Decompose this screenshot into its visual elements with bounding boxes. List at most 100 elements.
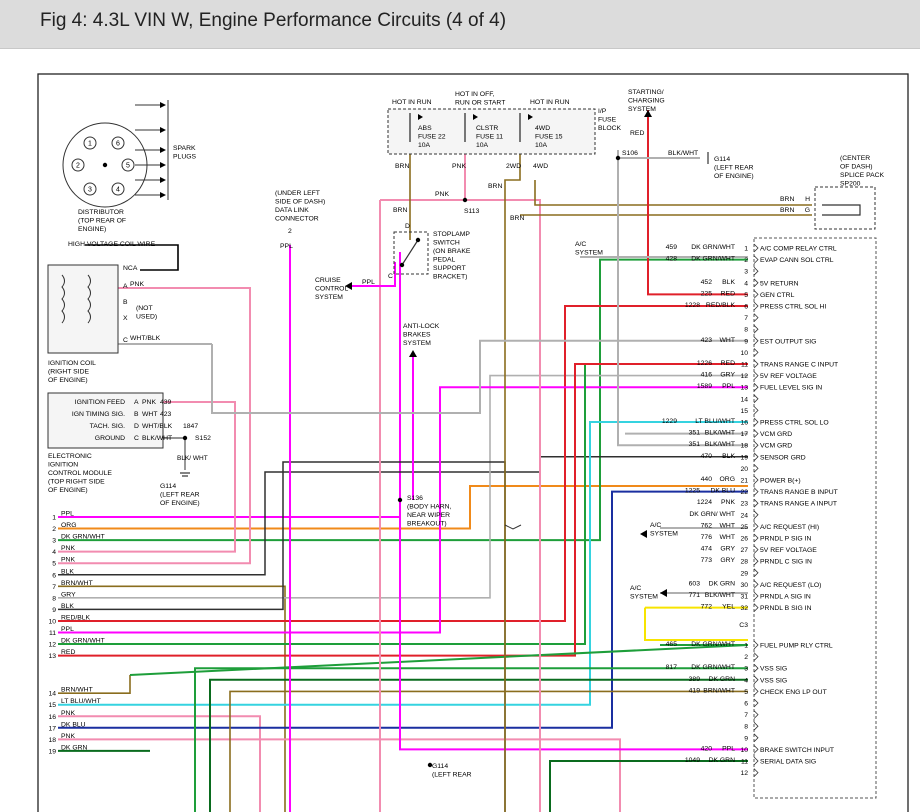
left-wire-label-1: PPL [61,511,74,518]
fuse-clstr-label-line-2: FUSE 11 [476,134,503,141]
g114-top-label-line-2: (LEFT REAR [714,165,754,172]
dlc-label-line-1: (UNDER LEFT [275,190,320,197]
c3-row-4-terminal [753,675,759,685]
dlc-wire-ppl: PPL [280,243,293,250]
splice-pack-box [814,186,876,230]
stoplamp-pin-d: D [405,223,410,230]
left-pin-15: 15 [48,702,56,709]
splice-pack-label-line-2: OF DASH) [840,164,872,171]
icm-pin-1: A [134,399,139,406]
wires-layer [58,110,861,812]
ip-fuse-block-label-line-2: FUSE [598,117,617,124]
nca-label: NCA [123,265,138,272]
wire-pnk-s113-label: PNK [435,191,449,198]
ac-system-3-arrow [660,589,667,597]
c2-row-3-terminal [753,266,759,276]
c2-row-10-pin: 10 [740,350,748,357]
c3-row-10-wire-color: PPL [722,745,735,752]
c2-row-22-terminal [753,487,759,496]
fuse-abs-label-line-1: ABS [418,125,432,132]
icm-label-line-5: OF ENGINE) [48,487,88,494]
coil-pin-c: C [123,337,128,344]
c2-row-6-pin: 6 [744,304,748,311]
c3-row-3-wire-color: DK GRN/WHT [691,664,735,671]
c2-row-19-terminal [753,452,759,462]
c3-row-9-terminal [753,733,759,743]
stoplamp-switch-contact [401,239,419,266]
c3-row-5-wire-color: BRN/WHT [703,687,735,694]
s136-label-line-4: BREAKOUT) [407,521,447,528]
c2-row-8-pin: 8 [744,327,748,334]
c2-row-28-terminal [753,556,759,566]
left-pin-18: 18 [48,737,56,744]
ip-fuse-block [387,108,596,155]
abs-label-line-3: SYSTEM [403,340,431,347]
c2-row-11-function: TRANS RANGE C INPUT [760,362,838,369]
coil-winding-2 [87,274,91,324]
distributor-terminal-label-6: 6 [116,141,120,148]
stoplamp-label-line-1: STOPLAMP [433,231,470,238]
left-wire-label-3: DK GRN/WHT [61,534,105,541]
c2-row-4-circuit: 452 [701,279,713,286]
c3-row-11-wire-color: DK GRN [709,757,736,764]
fuse-4wd-label-line-1: 4WD [535,125,550,132]
ac-system-3-label-line-2: SYSTEM [630,594,658,601]
ignition-coil-label-line-2: (RIGHT SIDE [48,369,90,376]
c3-row-10-terminal [753,745,759,754]
c3-row-1-circuit: 465 [666,641,678,648]
left-pin-7: 7 [52,584,56,591]
c2-row-24-terminal [753,510,759,520]
splice-pack-label-line-4: SP200 [840,181,861,188]
wire-c2-32-yel [644,607,748,641]
c2-row-16-function: PRESS CTRL SOL LO [760,420,829,427]
c2-row-20-pin: 20 [740,466,748,473]
wire-c3-11 [549,760,748,812]
icm-pin-3: D [134,423,139,430]
left-pin-17: 17 [48,725,56,732]
ip-fuse-block-label-line-3: BLOCK [598,125,622,132]
icm-circuit-3: 1847 [183,423,198,430]
distributor-terminal-3 [83,182,97,196]
stoplamp-contact-d [415,237,421,243]
c3-row-5-circuit: 419 [689,687,701,694]
fuse-feed-arrow-3 [528,114,533,120]
c2-row-13-pin: 13 [740,385,748,392]
icm-circuit-1: 439 [160,399,172,406]
hot-in-off-label-line-1: HOT IN OFF, [455,91,495,98]
ip-fuse-block-label-line-1: I/P [598,108,607,115]
c2-row-10-terminal [753,348,759,357]
c2-row-2-pin: 2 [744,257,748,264]
ac-system-3-label-line-1: A/C [630,585,641,592]
not-used-label-line-2: USED) [136,314,157,321]
distributor-terminal-4 [111,182,125,196]
c2-row-27-terminal [753,545,759,554]
components-layer [47,100,877,799]
outer-frame [37,73,909,812]
s152-label: S152 [195,435,211,442]
ignition-coil-label-line-3: OF ENGINE) [48,377,88,384]
left-wire-label-18: PNK [61,733,75,740]
c2-row-17-function: VCM GRD [760,431,792,438]
diagram-frame [37,73,909,812]
c2-row-5-wire-color: RED [721,290,735,297]
ac-system-2-label-line-2: SYSTEM [650,531,678,538]
abs-arrow [409,350,417,357]
c2-row-5-circuit: 225 [701,290,713,297]
ignition-coil-label-line-1: IGNITION COIL [48,360,96,367]
wire-s106 [617,150,748,447]
c2-row-27-function: 5V REF VOLTAGE [760,547,817,554]
dlc-label-line-4: CONNECTOR [275,216,319,223]
c2-row-26-circuit: 776 [701,534,713,541]
c2-row-22-circuit: 1225 [685,488,700,495]
c2-row-30-function: A/C REQUEST (LO) [760,582,821,589]
wire-left-5-pnk [58,287,251,565]
cruise-arrow [345,282,352,290]
harness-break-mark [504,524,522,530]
c3-connector-label: C3 [739,622,748,629]
left-pin-14: 14 [48,691,56,698]
stoplamp-pin-c: C [388,273,393,280]
distributor-label-line-3: ENGINE) [78,226,106,233]
c3-row-7-terminal [753,710,759,719]
distributor-terminal-label-3: 3 [88,187,92,194]
fuse-clstr-label-line-3: 10A [476,142,489,149]
